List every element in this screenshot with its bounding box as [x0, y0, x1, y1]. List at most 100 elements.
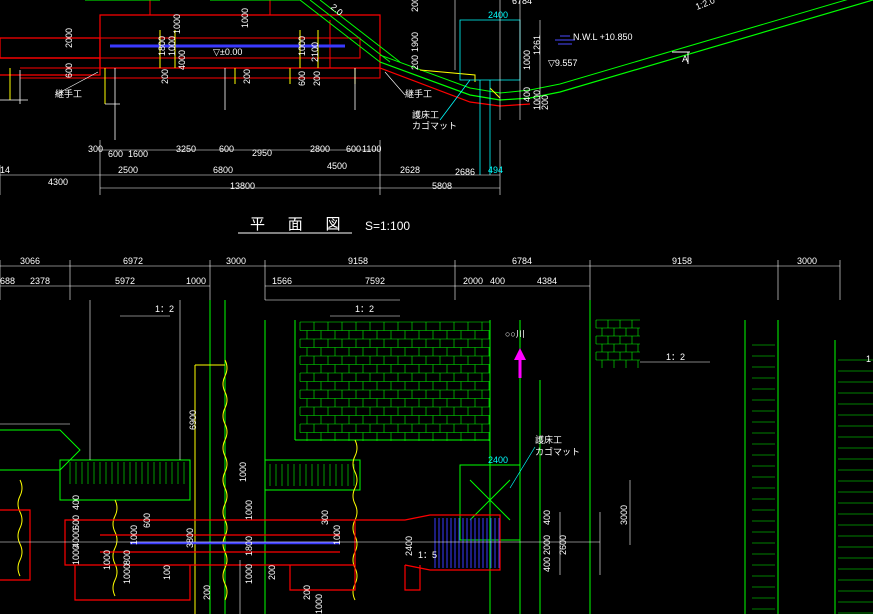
vdim-2100: 2100	[310, 42, 320, 62]
dim-2628: 2628	[400, 165, 420, 175]
bed-bottom-label-1: 護床工	[535, 434, 562, 445]
pvdim-1000f: 1000	[244, 564, 254, 584]
vdim-600: 600	[64, 63, 74, 78]
pvdim-3800: 3800	[185, 528, 195, 548]
pvdim-400b: 400	[542, 557, 552, 572]
bed-leader	[509, 446, 536, 489]
pvdim-2600: 2600	[558, 535, 568, 555]
section-text: A 1:2.0 2.0 N.W.L +10.850 ▽±0.00 ▽9.557 …	[0, 0, 716, 191]
pvdim-200a: 200	[267, 565, 277, 580]
pdim-1000: 1000	[186, 276, 206, 286]
dim-1600: 1600	[128, 149, 148, 159]
vdim-1000: 1000	[167, 36, 177, 56]
plan-red-channel	[0, 509, 501, 601]
dim-600c: 600	[346, 144, 361, 154]
slope-label-c: 1：2	[666, 352, 685, 362]
pvdim-1000a: 1000	[238, 462, 248, 482]
dim-600a: 600	[108, 149, 123, 159]
bed-top-label-2: カゴマット	[412, 120, 457, 131]
vdim-1800: 1800	[157, 36, 167, 56]
joint-left-label: 継手工	[55, 88, 82, 99]
drawing-title: 平 面 図 S=1:100	[238, 215, 410, 234]
pvdim-200b: 200	[302, 585, 312, 600]
dim-3250: 3250	[176, 144, 196, 154]
slope-label-b: 1：2	[355, 304, 374, 314]
slope-top-right: 1:2.0	[694, 0, 716, 12]
dim-top-2400: 2400	[488, 10, 508, 20]
pvdim-3000: 3000	[619, 505, 629, 525]
north-label: ○○川	[505, 329, 525, 339]
pvdim-1000e: 1000	[71, 545, 81, 565]
pvdim-1000h: 1000	[102, 550, 112, 570]
pdim-2378: 2378	[30, 276, 50, 286]
vdim-1000f: 1000	[532, 90, 542, 110]
dim-4300: 4300	[48, 177, 68, 187]
title-text: 平 面 図	[250, 215, 350, 233]
plan-dimension-lines	[0, 260, 841, 363]
plan-white-lines	[0, 300, 631, 614]
north-arrow-icon	[514, 348, 526, 378]
dim-300: 300	[88, 144, 103, 154]
plan-text: 3066 6972 3000 9158 6784 9158 3000 688 2…	[0, 256, 871, 614]
dim-1100: 1100	[362, 144, 381, 154]
pvdim-1000d: 1000	[122, 564, 132, 584]
slope-label-a: 1：2	[155, 304, 174, 314]
pdim-3066: 3066	[20, 256, 40, 266]
pvdim-300: 300	[320, 510, 330, 525]
joint-right-label: 継手工	[405, 88, 432, 99]
dim-2500: 2500	[118, 165, 138, 175]
vdim-200d: 200	[410, 55, 420, 70]
dim-600b: 600	[219, 144, 234, 154]
pdim-2400: 2400	[488, 455, 508, 465]
pvdim-1000c: 1000	[129, 525, 139, 545]
pdim-9158a: 9158	[348, 256, 368, 266]
pdim-4384: 4384	[537, 276, 557, 286]
nwl-text: N.W.L +10.850	[573, 32, 632, 42]
pvdim-2400: 2400	[404, 536, 414, 556]
vdim-200c: 200	[312, 71, 322, 86]
dim-13800: 13800	[230, 181, 255, 191]
dim-top-6784: 6784	[512, 0, 532, 6]
vdim-1000c: 1000	[240, 8, 250, 28]
dim-494: 494	[488, 165, 503, 175]
pdim-9158b: 9158	[672, 256, 692, 266]
pvdim-1000b: 1000	[244, 500, 254, 520]
dim-4500: 4500	[327, 161, 347, 171]
pvdim-100: 100	[162, 565, 172, 580]
dim-2686: 2686	[455, 167, 475, 177]
vdim-2000: 2000	[64, 28, 74, 48]
pdim-3000a: 3000	[226, 256, 246, 266]
dim-5808: 5808	[432, 181, 452, 191]
vdim-1261: 1261	[532, 35, 542, 55]
pvdim-4000: 4000	[71, 528, 81, 548]
pvdim-2000: 2000	[542, 535, 552, 555]
dim-2950: 2950	[252, 148, 272, 158]
level-zero-text: ▽±0.00	[213, 47, 242, 57]
pdim-2000: 2000	[463, 276, 483, 286]
vdim-400: 400	[522, 87, 532, 102]
section-dimension-lines	[0, 0, 541, 195]
vdim-600b: 600	[297, 71, 307, 86]
level-9557-text: ▽9.557	[548, 58, 577, 68]
vdim-1900: 1900	[410, 32, 420, 52]
vdim-1000e: 1000	[522, 50, 532, 70]
dim-14: 14	[0, 165, 10, 175]
section-marker: A	[682, 54, 688, 64]
bed-top-label-1: 護床工	[412, 109, 439, 120]
pvdim-400c: 400	[71, 495, 81, 510]
dim-2800: 2800	[310, 144, 330, 154]
pvdim-400a: 400	[542, 510, 552, 525]
plan-water	[130, 518, 500, 568]
scale-text: S=1:100	[365, 219, 410, 233]
pvdim-600a: 600	[142, 513, 152, 528]
vdim-4000: 4000	[177, 50, 187, 70]
pvdim-800: 800	[122, 550, 132, 565]
pdim-3000b: 3000	[797, 256, 817, 266]
vdim-1000b: 1000	[172, 14, 182, 34]
pdim-1566: 1566	[272, 276, 292, 286]
vdim-200f: 200	[540, 95, 550, 110]
plan-ladder	[752, 344, 873, 614]
vdim-1000d: 1000	[297, 36, 307, 56]
pdim-6972: 6972	[123, 256, 143, 266]
